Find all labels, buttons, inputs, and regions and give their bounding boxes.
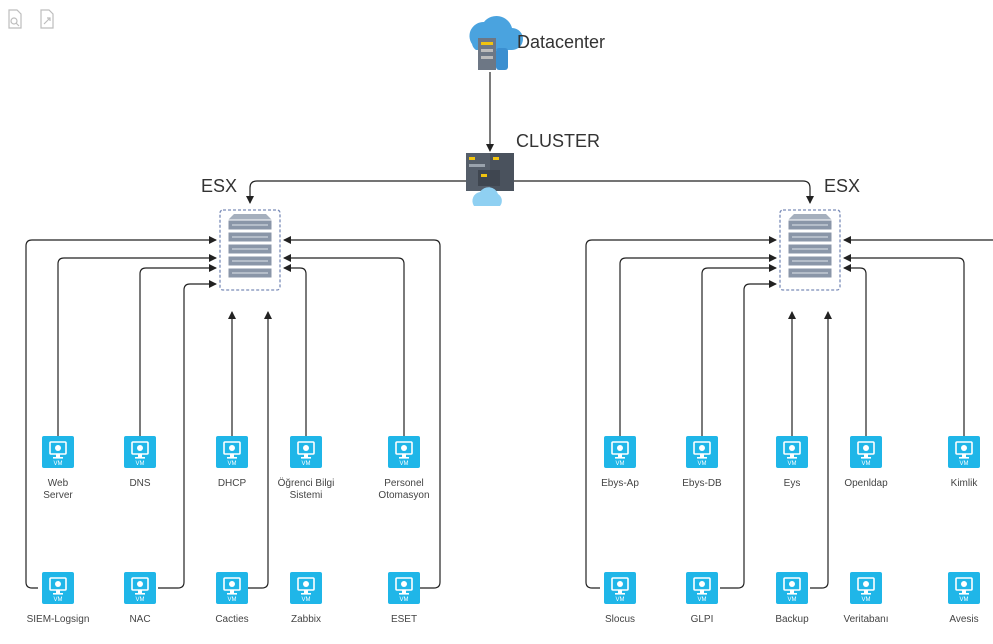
vm-label: Slocus bbox=[605, 614, 635, 625]
connector-nac bbox=[158, 280, 217, 589]
connector-personel-otomasyon bbox=[283, 254, 405, 436]
vm-ebys-db[interactable]: VM Ebys-DB bbox=[682, 435, 722, 489]
vm-label: Cacties bbox=[215, 614, 248, 625]
vm-badge: VM bbox=[54, 597, 63, 603]
vm-label: Otomasyon bbox=[378, 490, 429, 501]
connector-siem-logsign bbox=[25, 236, 217, 589]
vm-label: Öğrenci Bilgi bbox=[278, 477, 335, 489]
toolbar bbox=[6, 8, 56, 30]
vm-badge: VM bbox=[862, 461, 871, 467]
connector-backup bbox=[810, 311, 832, 589]
vm-label: Zabbix bbox=[291, 614, 321, 625]
vm-badge: VM bbox=[228, 461, 237, 467]
vm-kimlik[interactable]: VM Kimlik bbox=[947, 435, 981, 489]
vm-badge: VM bbox=[960, 461, 969, 467]
vm-veritabani[interactable]: VM Veritabanı bbox=[843, 571, 889, 625]
vm-dns[interactable]: VM DNS bbox=[123, 435, 157, 489]
cluster-node[interactable]: CLUSTER bbox=[466, 131, 600, 206]
vm-label: Ebys-Ap bbox=[601, 478, 639, 489]
vm-zabbix[interactable]: VM Zabbix bbox=[289, 571, 323, 625]
connector-eset bbox=[283, 236, 441, 589]
esx-left-server-icon[interactable] bbox=[219, 209, 281, 291]
esx-right-server-icon[interactable] bbox=[779, 209, 841, 291]
esx-left-label: ESX bbox=[201, 176, 237, 196]
vm-badge: VM bbox=[302, 597, 311, 603]
vm-cacties[interactable]: VM Cacties bbox=[215, 571, 249, 625]
connector-ebys-ap bbox=[619, 254, 777, 436]
vm-label: Backup bbox=[775, 614, 809, 625]
vm-slocus[interactable]: VM Slocus bbox=[603, 571, 637, 625]
vm-label: DNS bbox=[129, 478, 150, 489]
vm-label: SIEM-Logsign bbox=[27, 614, 90, 625]
connector-web-server bbox=[57, 254, 217, 436]
vm-badge: VM bbox=[136, 597, 145, 603]
vm-badge: VM bbox=[616, 597, 625, 603]
vm-badge: VM bbox=[54, 461, 63, 467]
vm-badge: VM bbox=[788, 461, 797, 467]
vm-avesis[interactable]: VM Avesis bbox=[947, 571, 981, 625]
vm-badge: VM bbox=[302, 461, 311, 467]
vm-ebys-ap[interactable]: VM Ebys-Ap bbox=[601, 435, 639, 489]
cluster-to-esx-left-connector bbox=[246, 180, 466, 204]
vm-openldap[interactable]: VM Openldap bbox=[844, 435, 888, 489]
vm-dhcp[interactable]: VM DHCP bbox=[215, 435, 249, 489]
datacenter-label: Datacenter bbox=[517, 32, 605, 52]
cluster-icon bbox=[466, 153, 514, 206]
datacenter-cloud-icon bbox=[469, 15, 523, 70]
vm-label: Veritabanı bbox=[843, 614, 888, 625]
connector-ebys-db bbox=[701, 264, 777, 436]
vm-label: Ebys-DB bbox=[682, 478, 722, 489]
vm-label: DHCP bbox=[218, 478, 247, 489]
export-page-icon[interactable] bbox=[38, 8, 56, 30]
vm-label: NAC bbox=[129, 614, 150, 625]
vm-badge: VM bbox=[788, 597, 797, 603]
connector-kimlik bbox=[843, 254, 965, 436]
vm-badge: VM bbox=[862, 597, 871, 603]
vm-badge: VM bbox=[698, 597, 707, 603]
vm-eset[interactable]: VM ESET bbox=[387, 571, 421, 625]
connector-dns bbox=[139, 264, 217, 436]
connector-glpi bbox=[720, 280, 777, 589]
print-preview-icon[interactable] bbox=[6, 8, 24, 30]
connector-slocus bbox=[585, 236, 777, 589]
connector-openldap bbox=[843, 264, 867, 436]
vm-label: Personel bbox=[384, 478, 423, 489]
vm-glpi[interactable]: VM GLPI bbox=[685, 571, 719, 625]
vm-label: Openldap bbox=[844, 478, 888, 489]
vm-label: Avesis bbox=[949, 614, 978, 625]
vm-badge: VM bbox=[400, 461, 409, 467]
vm-label: Web bbox=[48, 478, 69, 489]
vm-label: Server bbox=[43, 490, 73, 501]
cluster-label: CLUSTER bbox=[516, 131, 600, 151]
vm-badge: VM bbox=[400, 597, 409, 603]
vm-badge: VM bbox=[960, 597, 969, 603]
vm-nac[interactable]: VM NAC bbox=[123, 571, 157, 625]
vm-badge: VM bbox=[616, 461, 625, 467]
vm-label: Kimlik bbox=[951, 478, 979, 489]
vm-label: ESET bbox=[391, 614, 417, 625]
cluster-to-esx-right-connector bbox=[514, 180, 814, 204]
connector-ogrenci-bilgi-sistemi bbox=[283, 264, 307, 436]
datacenter-node[interactable]: Datacenter bbox=[469, 15, 605, 70]
vm-badge: VM bbox=[228, 597, 237, 603]
vm-backup[interactable]: VM Backup bbox=[775, 571, 809, 625]
connector-cacties bbox=[248, 311, 272, 589]
vm-label: Eys bbox=[784, 478, 801, 489]
vm-label: GLPI bbox=[691, 614, 714, 625]
vm-eys[interactable]: VM Eys bbox=[775, 435, 809, 489]
vm-connectors bbox=[25, 236, 993, 589]
vm-siem-logsign[interactable]: VM SIEM-Logsign bbox=[27, 571, 90, 625]
vm-badge: VM bbox=[136, 461, 145, 467]
vm-badge: VM bbox=[698, 461, 707, 467]
esx-right-label: ESX bbox=[824, 176, 860, 196]
vm-label: Sistemi bbox=[290, 490, 323, 501]
